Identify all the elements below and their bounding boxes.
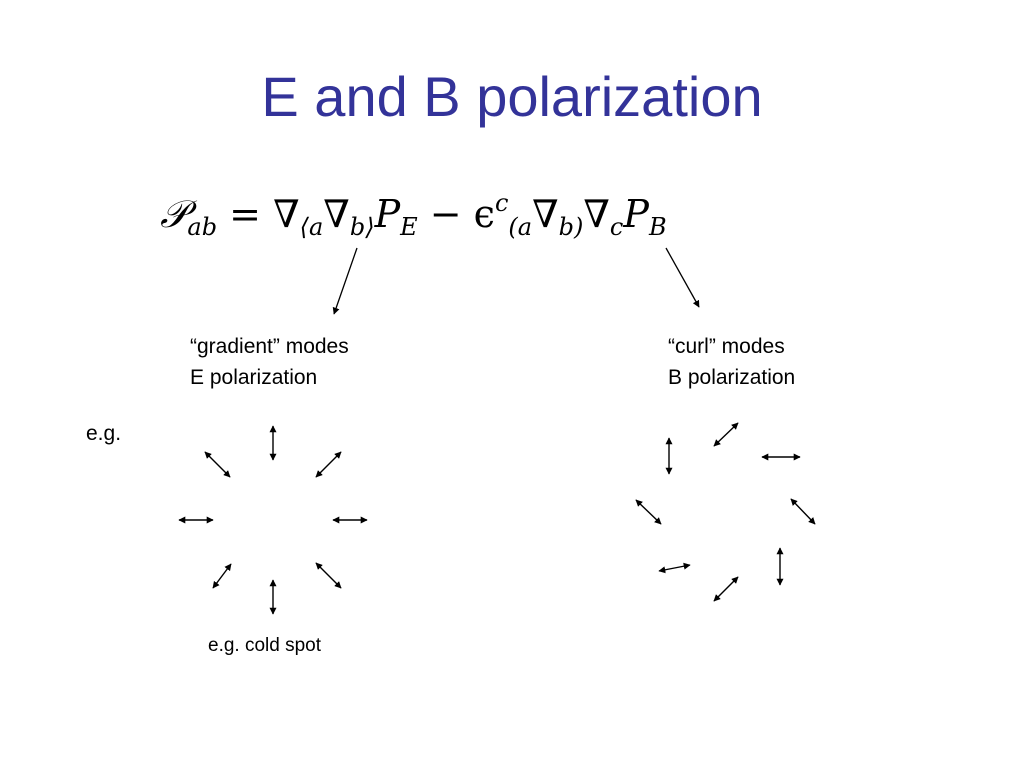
eq-nabla: ∇: [532, 192, 559, 236]
eq-nabla: ∇: [323, 192, 350, 236]
double-arrow-icon: [635, 499, 662, 525]
e-mode-radial-pattern: [178, 425, 368, 615]
eq-b-subscript: B: [648, 213, 667, 241]
b-mode-line2: B polarization: [668, 366, 796, 389]
eq-minus-epsilon: − ϵ: [417, 192, 495, 236]
eq-pe: P: [374, 192, 401, 236]
pointer-arrows: [332, 247, 700, 315]
double-arrow-icon: [790, 498, 816, 525]
eq-sub-b-paren: b): [558, 213, 584, 241]
eq-equals-nabla: = ∇: [217, 192, 300, 236]
eq-nabla: ∇: [583, 192, 610, 236]
eq-ab-subscript: ab: [187, 213, 218, 241]
b-mode-line1: “curl” modes: [668, 335, 785, 358]
eq-sub-a-angle: ⟨a: [299, 213, 324, 241]
double-arrow-icon: [713, 422, 739, 447]
double-arrow-icon: [315, 562, 342, 589]
e-mode-pointer-arrow: [332, 247, 358, 315]
eq-pb: P: [623, 192, 649, 236]
polarization-equation: 𝒫ab = ∇⟨a∇b⟩PE − ϵc(a∇b)∇cPB: [160, 168, 840, 241]
e-mode-line2: E polarization: [190, 366, 318, 389]
b-mode-pointer-arrow: [665, 247, 700, 308]
eq-c-superscript: c: [494, 189, 509, 217]
cold-spot-caption: e.g. cold spot: [208, 635, 322, 656]
eq-p-symbol: 𝒫: [160, 192, 188, 236]
example-label: e.g.: [86, 422, 122, 445]
double-arrow-icon: [315, 451, 342, 478]
eq-sub-a-paren: (a: [508, 213, 533, 241]
double-arrow-icon: [713, 576, 739, 602]
eq-c-subscript: c: [609, 213, 624, 241]
double-arrow-icon: [212, 563, 232, 589]
double-arrow-icon: [204, 451, 231, 478]
b-mode-description: “curl” modes B polarization: [668, 331, 795, 393]
slide-title: E and B polarization: [261, 65, 763, 128]
eq-e-subscript: E: [400, 213, 418, 241]
e-mode-description: “gradient” modes E polarization: [190, 331, 349, 393]
b-mode-curl-pattern: [635, 422, 816, 602]
double-arrow-icon: [658, 562, 691, 574]
e-mode-line1: “gradient” modes: [190, 335, 349, 358]
eq-sub-b-angle: b⟩: [349, 213, 375, 241]
